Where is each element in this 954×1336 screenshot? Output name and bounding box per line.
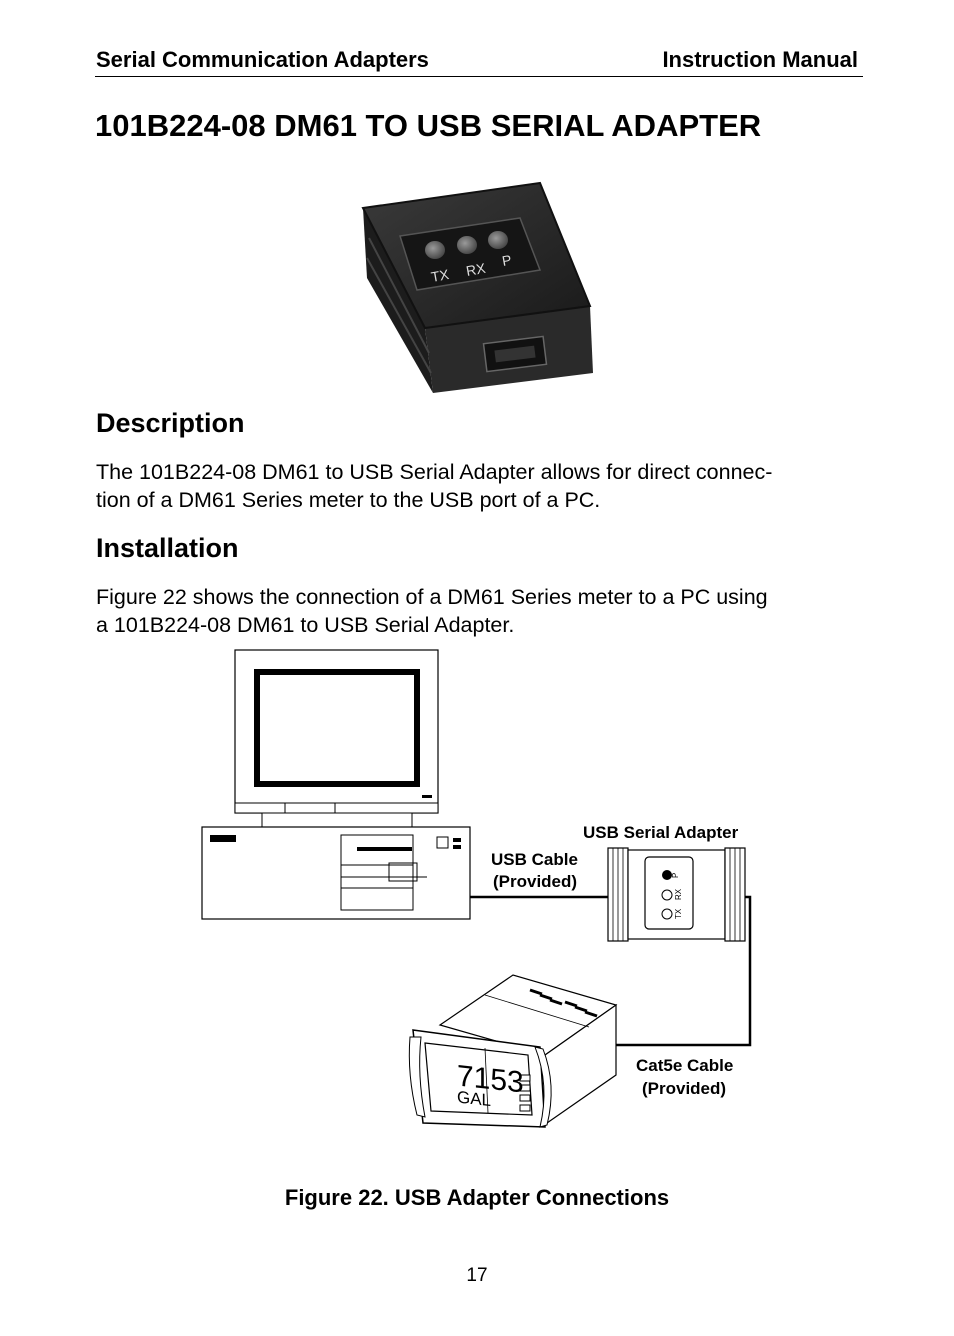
adapter-photo: TX RX P (361, 181, 593, 393)
photo-rx-label: RX (465, 260, 488, 279)
adapter-p-label: P (671, 873, 680, 878)
description-line-1: The 101B224-08 DM61 to USB Serial Adapte… (96, 460, 773, 484)
figure-caption: Figure 22. USB Adapter Connections (284, 1185, 670, 1210)
rx-led-icon (457, 236, 477, 254)
description-heading: Description (96, 408, 245, 438)
p-led-icon (488, 231, 508, 249)
cat5e-cable-label-1: Cat5e Cable (636, 1056, 733, 1075)
photo-tx-label: TX (430, 266, 451, 285)
header-right: Instruction Manual (662, 47, 858, 72)
description-body: The 101B224-08 DM61 to USB Serial Adapte… (96, 458, 866, 514)
adapter-tx-led-icon (661, 908, 673, 920)
cat5e-cable-label-2: (Provided) (642, 1079, 726, 1098)
connection-diagram: P RX TX USB Serial Adapter USB Cable (Pr… (201, 649, 752, 1128)
installation-line-2: a 101B224-08 DM61 to USB Serial Adapter. (96, 613, 515, 637)
meter-display-unit: GAL (457, 1088, 491, 1111)
installation-body: Figure 22 shows the connection of a DM61… (96, 583, 866, 639)
usb-cable-label-2: (Provided) (493, 872, 577, 891)
tx-led-icon (425, 241, 445, 259)
usb-cable-label-1: USB Cable (491, 850, 578, 869)
header-left: Serial Communication Adapters (96, 47, 429, 72)
usb-serial-adapter-icon: P RX TX (607, 847, 746, 942)
computer-monitor-icon (234, 649, 439, 828)
cat5e-cable-line (616, 895, 752, 1047)
page-number: 17 (466, 1265, 488, 1286)
photo-p-label: P (501, 252, 513, 269)
adapter-tx-label: TX (674, 908, 683, 919)
dm61-meter-icon: 7153 GAL (408, 974, 618, 1128)
installation-line-1: Figure 22 shows the connection of a DM61… (96, 585, 768, 609)
adapter-p-led-icon (662, 870, 672, 880)
header-rule (95, 76, 863, 77)
adapter-rx-label: RX (674, 888, 683, 900)
installation-heading: Installation (96, 533, 239, 563)
adapter-rx-led-icon (661, 889, 673, 901)
description-line-2: tion of a DM61 Series meter to the USB p… (96, 488, 601, 512)
page-title: 101B224-08 DM61 TO USB SERIAL ADAPTER (95, 108, 762, 143)
usb-serial-adapter-label: USB Serial Adapter (583, 823, 739, 842)
meter-display-value: 7153 (457, 1060, 524, 1100)
computer-base-icon (201, 826, 471, 920)
